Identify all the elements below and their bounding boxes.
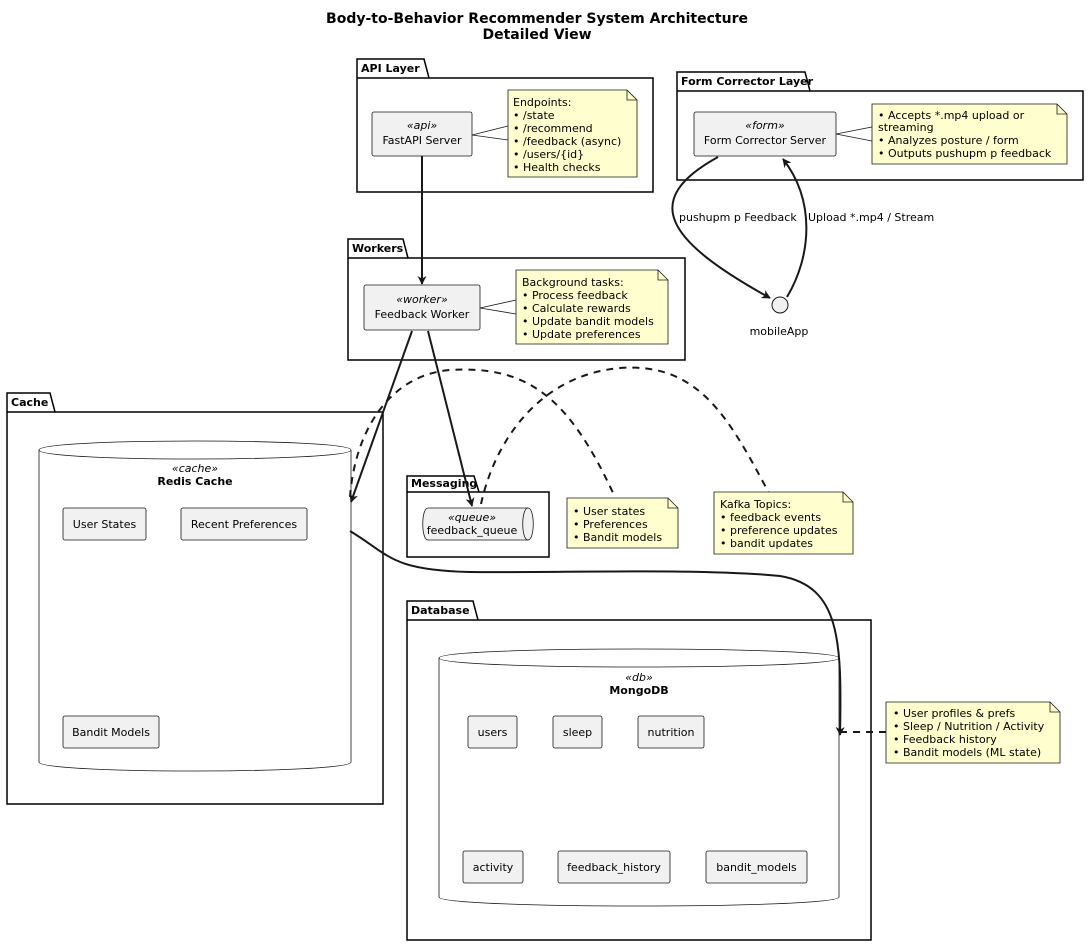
redis-item-recent-preferences[interactable]: Recent Preferences bbox=[180, 507, 308, 541]
note-form-line: • Outputs pushupm p feedback bbox=[878, 147, 1052, 160]
note-workers-line: • Update bandit models bbox=[522, 315, 654, 328]
note-workers-line: • Calculate rewards bbox=[522, 302, 631, 315]
note-workers-line: • Process feedback bbox=[522, 289, 628, 302]
note-db: • User profiles & prefs • Sleep / Nutrit… bbox=[885, 701, 1061, 764]
edge-worker-to-redis bbox=[349, 330, 413, 503]
package-cache-label: Cache bbox=[11, 396, 48, 409]
note-api-line: • Health checks bbox=[513, 161, 601, 174]
package-workers: Workers bbox=[347, 238, 686, 361]
package-messaging: Messaging bbox=[406, 475, 550, 558]
note-kafka-line: Kafka Topics: bbox=[720, 498, 791, 511]
mongo-collection-activity[interactable]: activity bbox=[462, 850, 524, 884]
edge-form-to-mobile bbox=[671, 156, 771, 299]
edge-form-to-mobile-label: pushupm p Feedback bbox=[679, 211, 797, 224]
note-form-line: • Accepts *.mp4 upload or bbox=[878, 109, 1025, 122]
redis-item-label: User States bbox=[73, 518, 137, 531]
note-workers: Background tasks: • Process feedback • C… bbox=[479, 269, 669, 345]
redis-item-label: Bandit Models bbox=[72, 726, 150, 739]
package-api-label: API Layer bbox=[361, 62, 420, 75]
note-link-kafka bbox=[480, 366, 771, 505]
package-workers-label: Workers bbox=[352, 242, 404, 255]
mongo-collection-label: users bbox=[478, 726, 508, 739]
edge-mobile-to-form-label: Upload *.mp4 / Stream bbox=[808, 211, 934, 224]
edge-worker-to-queue bbox=[427, 330, 475, 507]
fastapi-server[interactable]: «api» FastAPI Server bbox=[371, 111, 473, 157]
note-form-line: streaming bbox=[878, 121, 934, 134]
note-db-line: • Sleep / Nutrition / Activity bbox=[893, 720, 1045, 733]
redis-item-bandit-models[interactable]: Bandit Models bbox=[62, 715, 160, 749]
feedback-queue[interactable]: «queue» feedback_queue bbox=[422, 507, 534, 541]
package-api-layer: API Layer bbox=[356, 58, 654, 193]
mobile-app[interactable]: mobileApp bbox=[750, 296, 809, 338]
package-database-label: Database bbox=[411, 604, 470, 617]
note-db-line: • Feedback history bbox=[893, 733, 997, 746]
note-cache: • User states • Preferences • Bandit mod… bbox=[566, 497, 679, 549]
form-corrector-server[interactable]: «form» Form Corrector Server bbox=[693, 111, 837, 157]
note-db-line: • User profiles & prefs bbox=[893, 707, 1016, 720]
note-kafka-topics: Kafka Topics: • feedback events • prefer… bbox=[713, 491, 854, 555]
mongo-collection-label: feedback_history bbox=[567, 861, 661, 874]
note-api-line: • /users/{id} bbox=[513, 148, 584, 161]
queue-stereotype: «queue» bbox=[448, 511, 496, 524]
note-kafka-line: • feedback events bbox=[720, 511, 821, 524]
note-form-line: • Analyzes posture / form bbox=[878, 134, 1019, 147]
feedback-worker[interactable]: «worker» Feedback Worker bbox=[363, 284, 481, 331]
mongodb-name: MongoDB bbox=[609, 684, 668, 697]
note-cache-line: • User states bbox=[573, 505, 645, 518]
fastapi-stereotype: «api» bbox=[407, 119, 438, 132]
mongo-collection-label: sleep bbox=[563, 726, 592, 739]
mongo-collection-bandit-models[interactable]: bandit_models bbox=[705, 850, 808, 884]
mobile-app-label: mobileApp bbox=[750, 325, 809, 338]
mongo-collection-label: bandit_models bbox=[716, 861, 797, 874]
note-api-line: Endpoints: bbox=[513, 96, 571, 109]
mongo-collection-users[interactable]: users bbox=[467, 715, 518, 749]
note-link-cache bbox=[349, 368, 615, 498]
mongo-collection-nutrition[interactable]: nutrition bbox=[637, 715, 705, 749]
redis-stereotype: «cache» bbox=[172, 462, 218, 475]
package-messaging-label: Messaging bbox=[411, 477, 477, 490]
package-form-corrector: Form Corrector Layer bbox=[676, 71, 1084, 181]
note-cache-line: • Bandit models bbox=[573, 531, 662, 544]
edge-redis-to-mongodb bbox=[349, 530, 845, 736]
note-api-line: • /recommend bbox=[513, 122, 593, 135]
mongo-collection-label: activity bbox=[473, 861, 514, 874]
package-form-label: Form Corrector Layer bbox=[681, 75, 814, 88]
diagram-title-line2: Detailed View bbox=[482, 27, 591, 43]
worker-name: Feedback Worker bbox=[375, 308, 470, 321]
redis-item-label: Recent Preferences bbox=[191, 518, 297, 531]
queue-name: feedback_queue bbox=[427, 524, 518, 537]
fastapi-name: FastAPI Server bbox=[382, 134, 462, 147]
form-server-name: Form Corrector Server bbox=[704, 134, 827, 147]
note-workers-line: • Update preferences bbox=[522, 328, 641, 341]
note-workers-line: Background tasks: bbox=[522, 276, 624, 289]
note-kafka-line: • bandit updates bbox=[720, 537, 813, 550]
edge-mobile-to-form bbox=[782, 158, 808, 298]
redis-item-user-states[interactable]: User States bbox=[62, 507, 147, 541]
redis-name: Redis Cache bbox=[157, 475, 232, 488]
worker-stereotype: «worker» bbox=[396, 293, 448, 306]
note-api-line: • /feedback (async) bbox=[513, 135, 621, 148]
note-kafka-line: • preference updates bbox=[720, 524, 838, 537]
mongo-collection-sleep[interactable]: sleep bbox=[552, 715, 603, 749]
mongo-collection-feedback-history[interactable]: feedback_history bbox=[557, 850, 671, 884]
mongodb[interactable]: «db» MongoDB bbox=[438, 648, 840, 907]
form-server-stereotype: «form» bbox=[745, 119, 785, 132]
note-cache-line: • Preferences bbox=[573, 518, 648, 531]
note-db-line: • Bandit models (ML state) bbox=[893, 746, 1041, 759]
mongo-collection-label: nutrition bbox=[648, 726, 695, 739]
note-api-endpoints: Endpoints: • /state • /recommend • /feed… bbox=[471, 89, 638, 178]
note-api-line: • /state bbox=[513, 109, 555, 122]
diagram-title-line1: Body-to-Behavior Recommender System Arch… bbox=[326, 11, 748, 27]
note-form-corrector: • Accepts *.mp4 upload or streaming • An… bbox=[835, 103, 1068, 165]
mongodb-stereotype: «db» bbox=[625, 671, 653, 684]
package-database: Database bbox=[406, 600, 872, 941]
